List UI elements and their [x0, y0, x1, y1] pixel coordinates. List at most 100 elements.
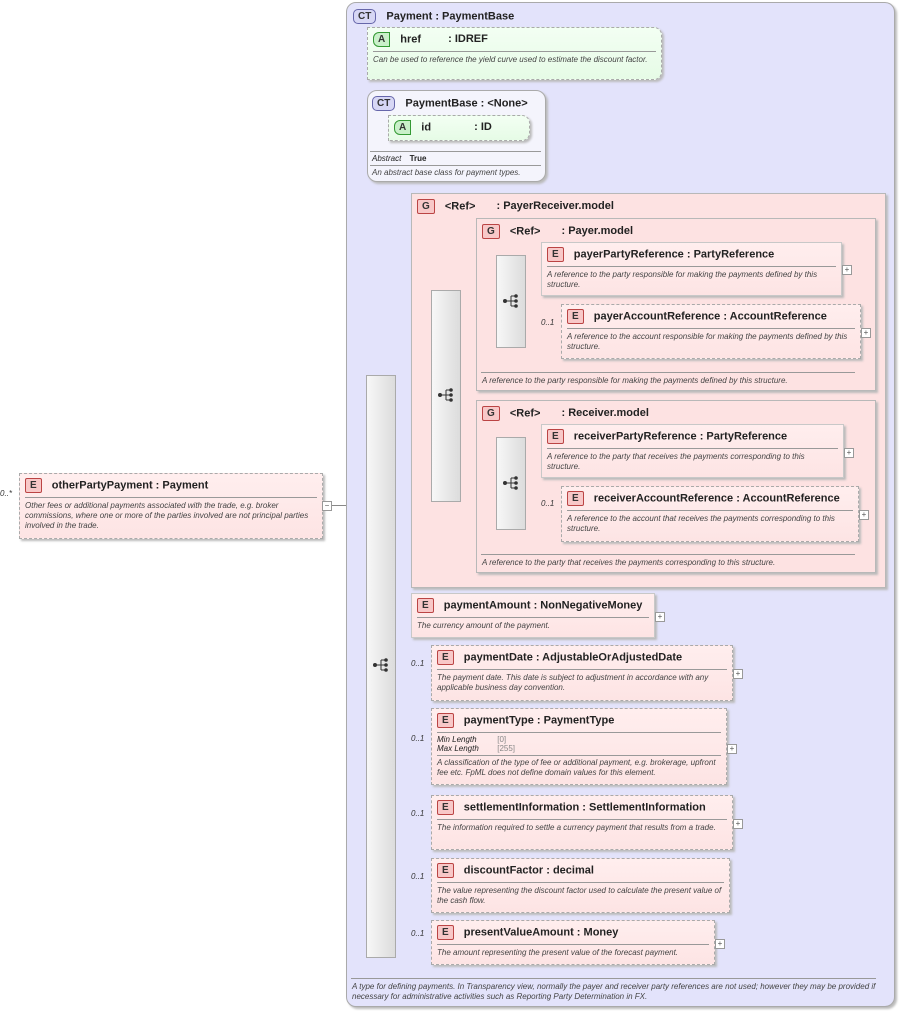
element-occurs: 0..1	[411, 809, 425, 818]
expand-icon[interactable]: +	[861, 328, 871, 338]
element-description: The amount representing the present valu…	[437, 948, 679, 957]
href-attribute-type: : IDREF	[448, 33, 488, 46]
sequence-icon	[438, 388, 453, 402]
element-name: settlementInformation : SettlementInform…	[463, 801, 706, 814]
href-attribute-title: A href : IDREF	[373, 32, 656, 47]
element-name: paymentDate : AdjustableOrAdjustedDate	[463, 651, 683, 664]
expand-icon[interactable]: +	[733, 669, 743, 679]
element-description: A reference to the account that receives…	[567, 514, 835, 533]
facet-value: [0]	[497, 735, 507, 744]
element-name: receiverPartyReference : PartyReference	[573, 430, 788, 443]
id-attribute-box[interactable]: A id : ID	[388, 115, 530, 141]
element-occurs: 0..1	[411, 734, 425, 743]
attribute-badge-icon: A	[373, 32, 391, 47]
element-name: paymentType : PaymentType	[463, 714, 615, 727]
divider	[370, 151, 541, 152]
element-description: A reference to the party that receives t…	[547, 452, 805, 471]
element-title: E settlementInformation : SettlementInfo…	[437, 800, 727, 815]
present-value-amount-element[interactable]: E presentValueAmount : Money The amount …	[431, 920, 715, 965]
divider	[567, 328, 855, 329]
root-element-type: Payment	[162, 479, 209, 492]
payer-party-reference-element[interactable]: E payerPartyReference : PartyReference A…	[541, 242, 842, 296]
receiver-model-title: G <Ref> : Receiver.model	[482, 406, 649, 421]
divider	[437, 732, 721, 733]
payer-account-reference-element[interactable]: E payerAccountReference : AccountReferen…	[561, 304, 861, 359]
settlement-information-element[interactable]: E settlementInformation : SettlementInfo…	[431, 795, 733, 850]
expand-icon[interactable]: +	[655, 612, 665, 622]
root-occurs: 0..*	[0, 489, 13, 498]
element-name: presentValueAmount : Money	[463, 926, 619, 939]
element-description: The value representing the discount fact…	[437, 886, 722, 905]
discount-factor-element[interactable]: E discountFactor : decimal The value rep…	[431, 858, 730, 913]
payment-amount-element[interactable]: E paymentAmount : NonNegativeMoney The c…	[411, 593, 655, 638]
payerreceiver-ref: <Ref>	[444, 200, 476, 213]
element-description: The currency amount of the payment.	[417, 621, 550, 630]
facet-label: Max Length	[437, 744, 479, 753]
sequence-icon	[503, 476, 518, 490]
receiver-model-ref: <Ref>	[509, 407, 541, 420]
paymentbase-complex-type[interactable]: CT PaymentBase : <None> A id : ID Abstra…	[367, 90, 546, 182]
id-attribute-name: id	[421, 121, 432, 134]
element-description: A classification of the type of fee or a…	[437, 758, 716, 777]
expand-icon[interactable]: +	[844, 448, 854, 458]
divider	[437, 669, 727, 670]
element-occurs: 0..1	[541, 318, 555, 327]
paymentbase-title: CT PaymentBase : <None>	[372, 96, 528, 111]
receiver-model-name: : Receiver.model	[561, 407, 649, 420]
element-badge-icon: E	[437, 800, 454, 815]
element-title: E discountFactor : decimal	[437, 863, 724, 878]
element-title: E presentValueAmount : Money	[437, 925, 709, 940]
payment-date-element[interactable]: E paymentDate : AdjustableOrAdjustedDate…	[431, 645, 733, 701]
receiver-model-description: A reference to the party that receives t…	[482, 558, 776, 567]
facet-max-length: Max Length [255]	[437, 744, 721, 753]
payer-model-description: A reference to the party responsible for…	[482, 376, 788, 385]
expand-icon[interactable]: +	[733, 819, 743, 829]
element-name: discountFactor : decimal	[463, 864, 594, 877]
root-element-title: E otherPartyPayment : Payment	[25, 478, 317, 493]
complex-type-icon: CT	[353, 9, 377, 24]
payment-ct-name: Payment : PaymentBase	[386, 10, 515, 23]
element-occurs: 0..1	[411, 659, 425, 668]
group-badge-icon: G	[417, 199, 435, 214]
root-element-box[interactable]: E otherPartyPayment : Payment Other fees…	[19, 473, 323, 539]
href-attribute-box[interactable]: A href : IDREF Can be used to reference …	[367, 27, 662, 80]
element-title: E paymentType : PaymentType	[437, 713, 721, 728]
expand-icon[interactable]: +	[715, 939, 725, 949]
paymentbase-description: An abstract base class for payment types…	[372, 168, 521, 177]
sequence-icon	[503, 294, 518, 308]
payment-ct-title: CT Payment : PaymentBase	[353, 9, 514, 24]
payer-model-name: : Payer.model	[561, 225, 634, 238]
divider	[370, 165, 541, 166]
attribute-badge-icon: A	[394, 120, 412, 135]
element-occurs: 0..1	[411, 872, 425, 881]
expand-icon[interactable]: +	[842, 265, 852, 275]
element-title: E payerPartyReference : PartyReference	[547, 247, 836, 262]
element-badge-icon: E	[567, 491, 584, 506]
element-badge-icon: E	[547, 247, 564, 262]
divider	[25, 497, 317, 498]
abstract-label: Abstract	[372, 154, 402, 163]
element-description: A reference to the party responsible for…	[547, 270, 818, 289]
expand-icon[interactable]: +	[727, 744, 737, 754]
id-attribute-type: : ID	[474, 121, 492, 134]
receiver-account-reference-element[interactable]: E receiverAccountReference : AccountRefe…	[561, 486, 859, 542]
element-occurs: 0..1	[541, 499, 555, 508]
group-badge-icon: G	[482, 224, 500, 239]
collapse-icon[interactable]: −	[322, 501, 332, 511]
element-occurs: 0..1	[411, 929, 425, 938]
abstract-value: True	[409, 154, 427, 163]
expand-icon[interactable]: +	[859, 510, 869, 520]
payment-type-element[interactable]: E paymentType : PaymentType Min Length […	[431, 708, 727, 785]
element-badge-icon: E	[25, 478, 42, 493]
element-description: A reference to the account responsible f…	[567, 332, 848, 351]
payerreceiver-title: G <Ref> : PayerReceiver.model	[417, 199, 614, 214]
element-badge-icon: E	[437, 925, 454, 940]
receiver-party-reference-element[interactable]: E receiverPartyReference : PartyReferenc…	[541, 424, 844, 478]
element-title: E receiverPartyReference : PartyReferenc…	[547, 429, 838, 444]
paymentbase-name: PaymentBase : <None>	[405, 97, 528, 110]
href-attribute-name: href	[400, 33, 422, 46]
element-title: E payerAccountReference : AccountReferen…	[567, 309, 855, 324]
root-element-sep: :	[155, 479, 160, 492]
paymentbase-abstract: Abstract True	[372, 154, 426, 163]
divider	[437, 819, 727, 820]
